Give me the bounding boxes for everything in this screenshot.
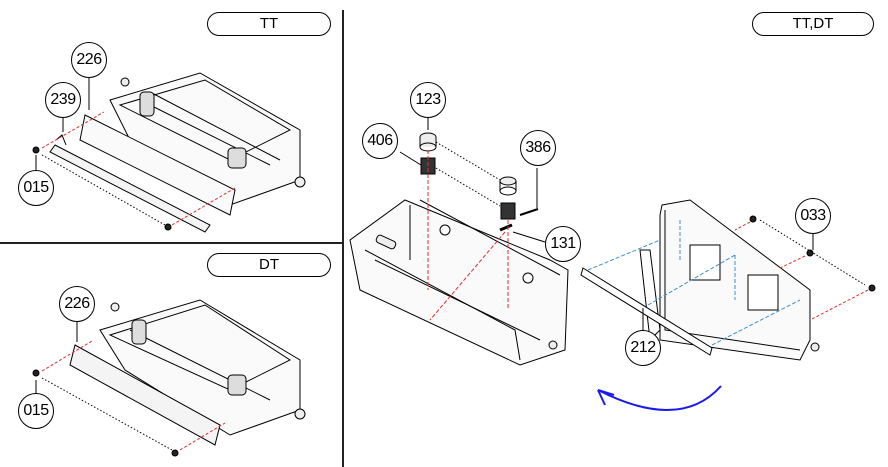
part-131-shaft: [499, 223, 513, 232]
tt-guide-plate-226: [79, 114, 236, 216]
screw-033-a: [749, 215, 757, 223]
panel-label-dt: DT: [207, 253, 331, 277]
part-123-cap: [419, 132, 517, 196]
vertical-divider: [342, 10, 344, 467]
dt-print-head-assembly: [99, 299, 306, 436]
dt-guide-plate-226: [69, 344, 221, 446]
tt-guide-plate-239: [49, 134, 211, 233]
callout-131: 131: [545, 226, 581, 262]
horizontal-divider: [0, 242, 343, 244]
callout-226-tt: 226: [71, 42, 107, 78]
tt-screw-top: [32, 146, 40, 154]
callout-123: 123: [410, 82, 446, 118]
callout-033: 033: [795, 198, 831, 234]
callout-015-dt: 015: [18, 393, 54, 429]
center-frame-assembly: [349, 199, 569, 366]
callout-015-tt: 015: [18, 170, 54, 206]
callout-226-dt: 226: [59, 286, 95, 322]
screw-033-c: [868, 284, 876, 292]
part-212-plate: [580, 267, 713, 356]
callout-239-tt: 239: [45, 82, 81, 118]
callout-406: 406: [362, 123, 398, 159]
dt-screw-top: [32, 369, 40, 377]
tt-print-head-assembly: [109, 72, 306, 206]
screw-033-b: [806, 249, 814, 257]
dt-screw-bottom: [171, 449, 179, 457]
panel-label-tt: TT: [207, 12, 331, 36]
part-386-pin: [519, 208, 539, 216]
panel-label-tt-dt: TT,DT: [752, 12, 874, 36]
callout-386: 386: [520, 130, 556, 166]
callout-212: 212: [625, 330, 661, 366]
rotate-arrow-icon: [597, 385, 722, 411]
tt-screw-bottom: [164, 223, 172, 231]
